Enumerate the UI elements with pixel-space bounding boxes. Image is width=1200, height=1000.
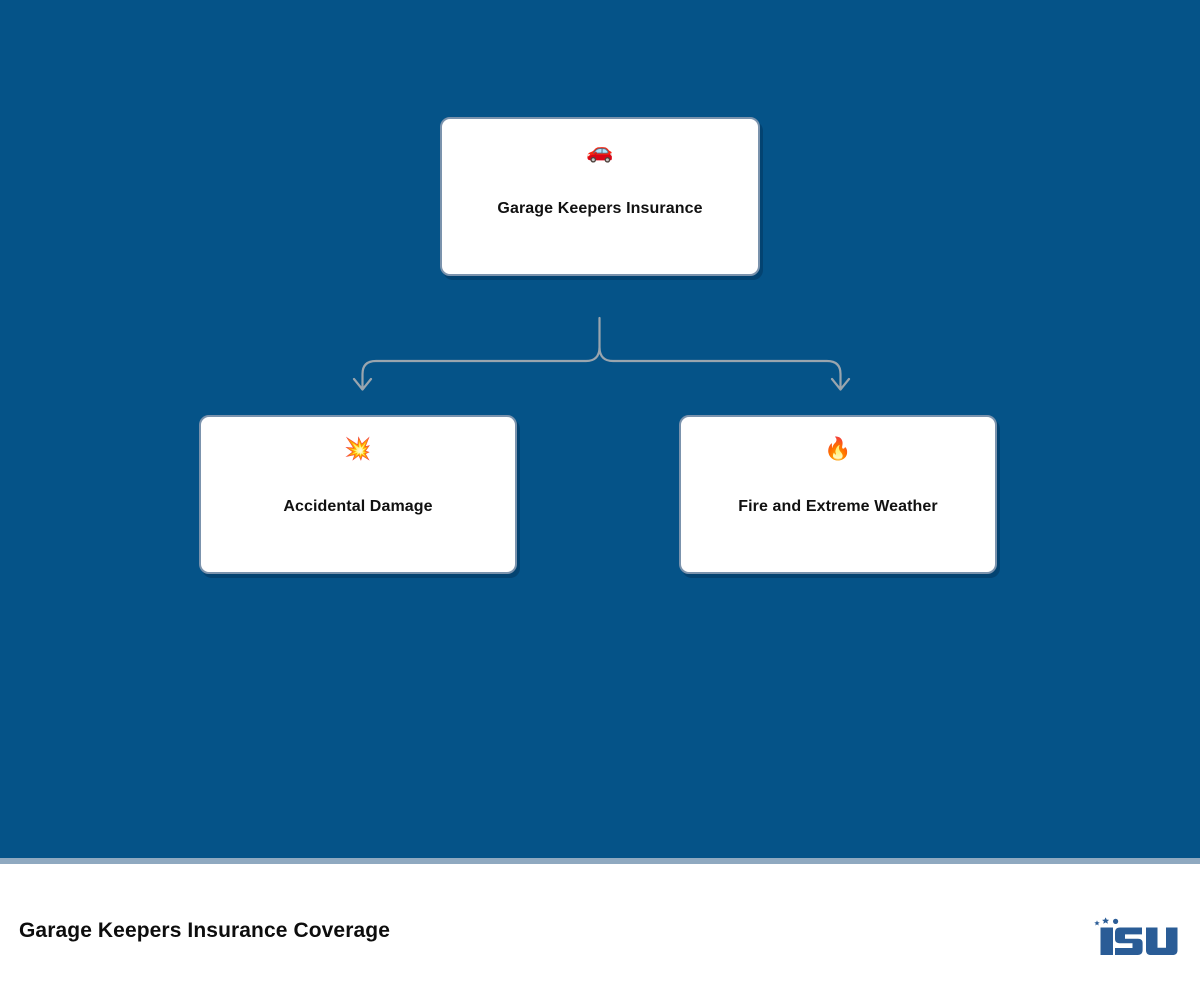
node-fire-and-extreme-weather[interactable]: 🔥 Fire and Extreme Weather <box>679 415 997 574</box>
node-label: Fire and Extreme Weather <box>738 498 938 515</box>
fire-icon: 🔥 <box>824 437 852 462</box>
car-icon: 🚗 <box>586 139 614 164</box>
node-garage-keepers-insurance[interactable]: 🚗 Garage Keepers Insurance <box>440 117 760 276</box>
collision-icon: 💥 <box>344 437 372 462</box>
node-accidental-damage[interactable]: 💥 Accidental Damage <box>199 415 517 574</box>
footer-divider <box>0 858 1200 864</box>
page-title: Garage Keepers Insurance Coverage <box>19 919 390 942</box>
diagram-canvas: 🚗 Garage Keepers Insurance 💥 Accidental … <box>0 0 1200 858</box>
node-label: Garage Keepers Insurance <box>497 200 703 217</box>
footer <box>0 864 1200 1000</box>
node-label: Accidental Damage <box>283 498 433 515</box>
connector-lines <box>352 316 851 391</box>
isu-logo <box>1094 917 1178 955</box>
